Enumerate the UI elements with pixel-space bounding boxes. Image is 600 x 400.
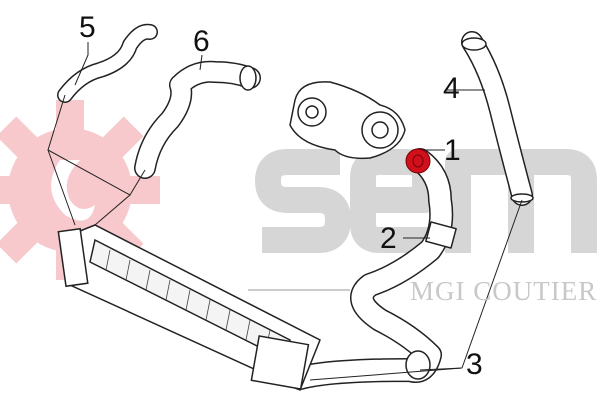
callout-1: 1 [444,134,461,167]
part-4-pipe [461,31,534,206]
intercooler [57,224,321,392]
part-6-hose [134,60,261,179]
leader-lines [47,42,523,381]
part-2-clamp [425,221,457,249]
part-1-seal [405,148,431,174]
part-5-hose [57,23,158,103]
subbrand-watermark: MGI COUTIER [410,276,598,306]
callout-2: 2 [380,222,397,255]
turbocharger [289,81,406,160]
callout-3: 3 [466,348,483,381]
callout-6: 6 [193,25,210,58]
callout-4: 4 [443,72,460,105]
callout-5: 5 [79,11,96,44]
